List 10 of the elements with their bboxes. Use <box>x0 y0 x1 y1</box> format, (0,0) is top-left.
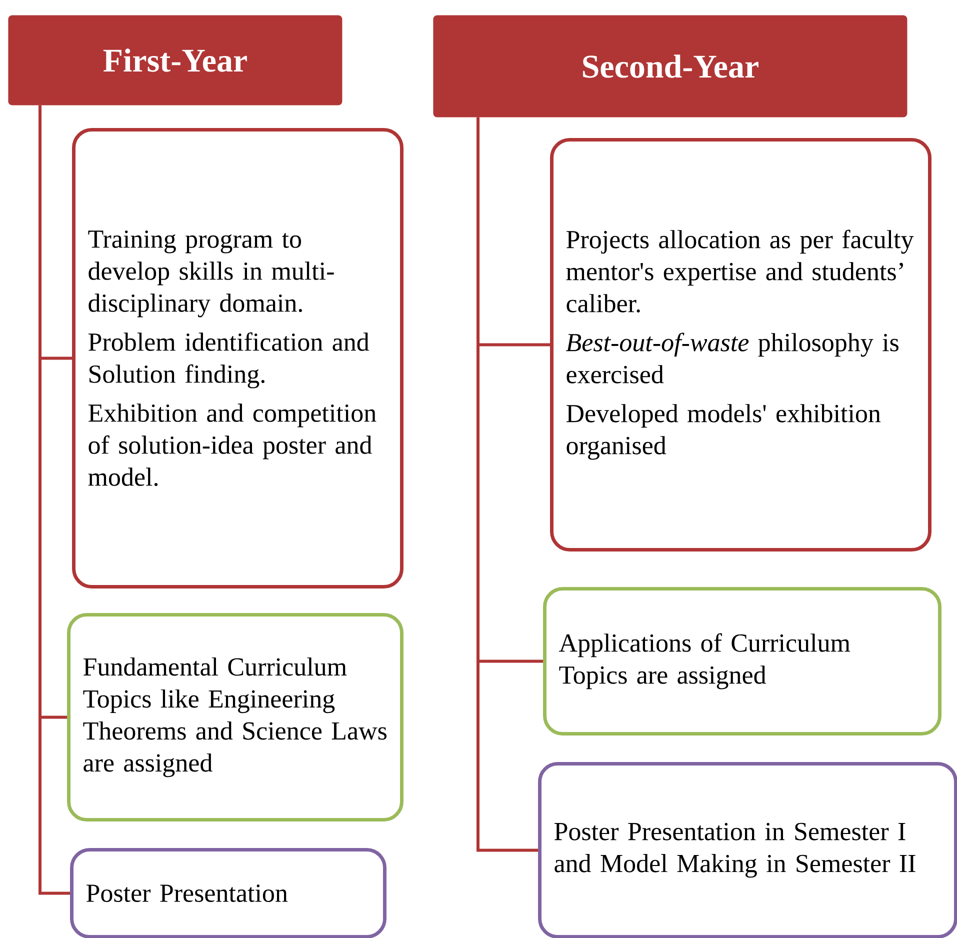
activity-box: Applications of Curriculum Topics are assigned <box>543 587 942 736</box>
activity-box: Poster Presentation in Semester I and Model Making in Semester II <box>538 762 957 938</box>
connector-line <box>38 105 70 895</box>
connector-line <box>476 117 538 852</box>
year-header: First-Year <box>8 15 342 106</box>
activity-box: Fundamental Curriculum Topics like Engineering Theorems and Science Laws are assigned <box>67 613 404 822</box>
year-header: Second-Year <box>433 15 908 118</box>
activity-box: Training program to develop skills in multi-disciplinary domain. Problem identification and Solution finding. Exhibition and competition of solution-idea poster and model. <box>72 128 404 588</box>
activity-box: Poster Presentation <box>70 848 386 938</box>
activity-box: Projects allocation as per faculty mentor's expertise and students’ caliber. Best-out-of-waste philosophy is exercised Developed models' exhibition organised <box>550 138 932 552</box>
